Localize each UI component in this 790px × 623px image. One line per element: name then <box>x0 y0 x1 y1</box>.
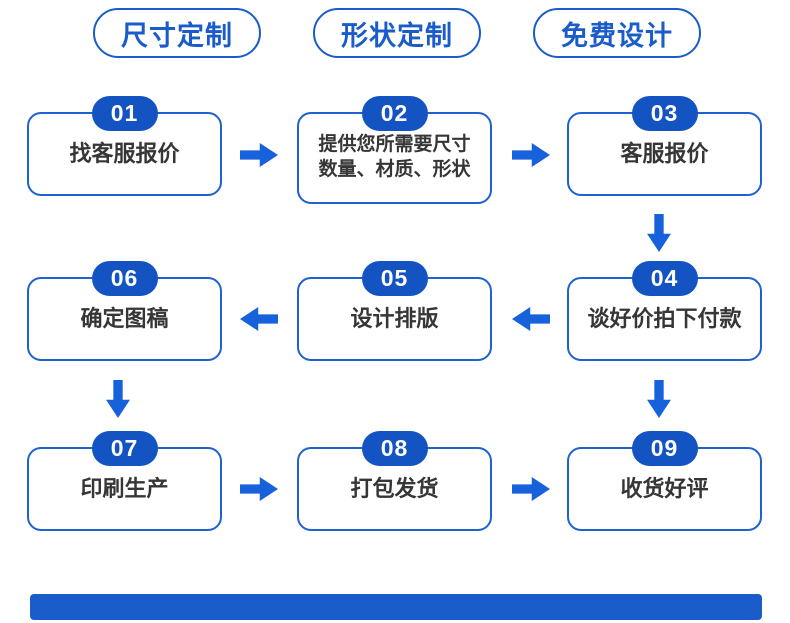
step-number-badge: 07 <box>91 431 158 466</box>
step-label: 找客服报价 <box>69 140 180 166</box>
step-label: 客服报价 <box>620 140 709 166</box>
arrow-right-icon <box>512 477 550 501</box>
step-number-badge: 01 <box>91 96 158 131</box>
step-label: 设计排版 <box>350 305 439 331</box>
step-label: 打包发货 <box>350 475 439 501</box>
step-box-03: 03 客服报价 <box>567 96 762 196</box>
arrow-left-icon <box>240 306 278 332</box>
tag-label: 尺寸定制 <box>121 20 233 51</box>
tag-shape-customization: 形状定制 <box>313 8 481 58</box>
step-number-badge: 05 <box>361 261 428 296</box>
arrow-right-icon <box>512 143 550 167</box>
tag-size-customization: 尺寸定制 <box>93 8 261 58</box>
step-box-08: 08 打包发货 <box>297 431 492 531</box>
step-label: 收货好评 <box>620 475 709 501</box>
step-number-badge: 08 <box>361 431 428 466</box>
step-number-badge: 06 <box>91 261 158 296</box>
step-label: 提供您所需要尺寸 <box>318 134 471 156</box>
arrow-right-icon <box>240 477 278 501</box>
arrow-left-icon <box>512 306 550 332</box>
arrow-down-icon <box>646 214 672 252</box>
arrow-down-icon <box>646 380 672 418</box>
step-box-05: 05 设计排版 <box>297 261 492 361</box>
step-box-07: 07 印刷生产 <box>27 431 222 531</box>
arrow-down-icon <box>105 380 131 418</box>
step-number-badge: 03 <box>631 96 698 131</box>
step-box-04: 04 谈好价拍下付款 <box>567 261 762 361</box>
tag-label: 免费设计 <box>561 20 673 51</box>
bottom-banner-bar <box>30 594 762 620</box>
step-label: 谈好价拍下付款 <box>587 305 742 331</box>
step-label-line2: 数量、材质、形状 <box>318 159 471 180</box>
tag-label: 形状定制 <box>341 20 453 51</box>
step-number-badge: 04 <box>631 261 698 296</box>
tag-free-design: 免费设计 <box>533 8 701 58</box>
arrow-right-icon <box>240 143 278 167</box>
step-box-09: 09 收货好评 <box>567 431 762 531</box>
step-box-06: 06 确定图稿 <box>27 261 222 361</box>
step-label: 印刷生产 <box>80 475 169 501</box>
step-number-badge: 02 <box>361 96 428 131</box>
step-label: 确定图稿 <box>80 305 169 331</box>
step-box-01: 01 找客服报价 <box>27 96 222 196</box>
step-box-02: 02 提供您所需要尺寸 数量、材质、形状 <box>297 96 492 204</box>
step-number-badge: 09 <box>631 431 698 466</box>
